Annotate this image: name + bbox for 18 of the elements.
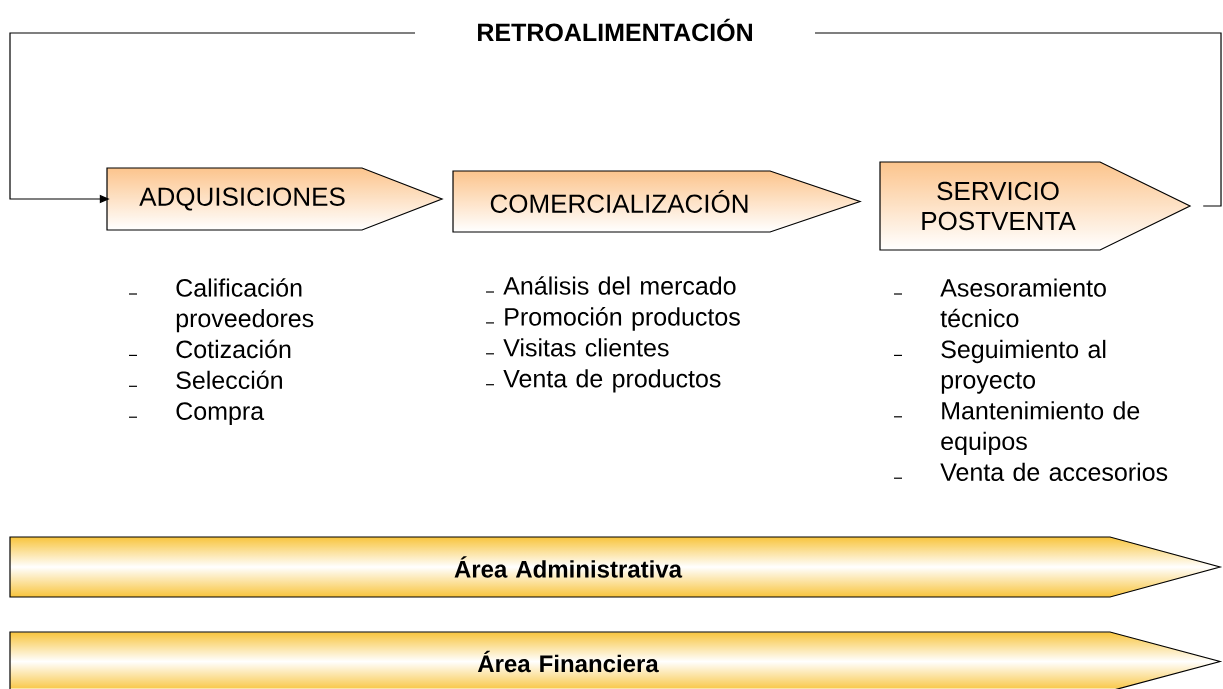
list-item: Selección: [176, 370, 282, 390]
process-step-box: ADQUISICIONES: [106, 167, 444, 231]
list-item: Análisis del mercado: [503, 276, 736, 295]
list-item: Cotización: [176, 339, 291, 359]
list-item: Seguimiento al proyecto: [941, 339, 1106, 394]
area-band: Área Financiera: [9, 631, 1223, 689]
list-item: Compra: [176, 402, 265, 425]
list-item: Visitas clientes: [503, 338, 669, 357]
process-step-box: COMERCIALIZACIÓN: [452, 170, 862, 233]
list-item: Venta de accesorios: [940, 462, 1168, 481]
process-step-box: SERVICIO POSTVENTA: [879, 161, 1192, 251]
list-item: Promoción productos: [505, 307, 740, 331]
list-item: Asesoramiento técnico: [940, 278, 1106, 328]
edge-label: RETROALIMENTACIÓN: [415, 15, 815, 45]
list-item: Calificación proveedores: [176, 278, 314, 333]
area-band: Área Administrativa: [9, 536, 1223, 598]
list-item: Venta de productos: [503, 369, 721, 393]
list-item: Mantenimiento de equipos: [941, 401, 1140, 456]
